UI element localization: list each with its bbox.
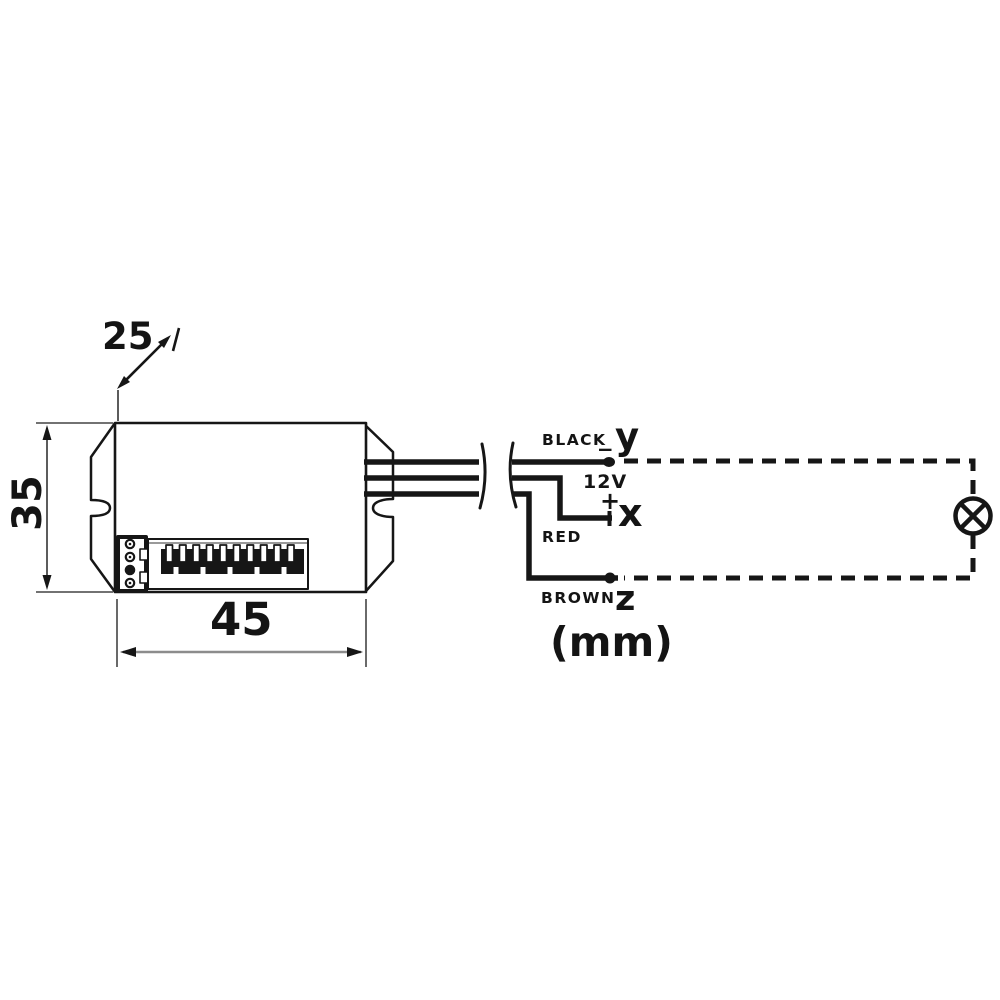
- dashed-wire-top: [624, 458, 976, 497]
- dimension-depth-label: 25: [102, 315, 154, 358]
- load-circuit: [624, 458, 993, 581]
- terminal-dot-y: [603, 457, 615, 467]
- wire-red-label: RED: [542, 528, 582, 546]
- units-label: (mm): [550, 618, 673, 666]
- dimension-height-label: 35: [4, 475, 51, 531]
- terminal-z-label: z: [615, 579, 636, 619]
- terminal-y-label: y: [615, 415, 640, 458]
- terminal-x-label: x: [618, 491, 643, 535]
- sensor-module: [89, 421, 395, 594]
- dimension-width-45: [116, 599, 367, 667]
- wire-black-label: BLACK: [542, 431, 607, 449]
- voltage-label: 12V: [583, 471, 628, 493]
- dimension-height-35: [36, 422, 113, 593]
- wire-brown: [512, 491, 618, 581]
- dimension-depth-25: [117, 327, 181, 421]
- left-mounting-wing: [89, 422, 117, 593]
- plus-polarity-label: +: [600, 487, 621, 515]
- dimension-width-label: 45: [210, 593, 273, 646]
- right-mounting-wing: [363, 423, 395, 592]
- dashed-wire-bottom: [624, 535, 976, 581]
- dip-switch-icon: [147, 538, 309, 590]
- cable-break-icon: [478, 441, 518, 510]
- minus-polarity-label: _: [599, 422, 612, 451]
- terminal-block-icon: [116, 535, 150, 593]
- wire-brown-label: BROWN: [541, 589, 616, 607]
- wire-red: [512, 475, 612, 521]
- lamp-icon: [953, 496, 993, 536]
- cable-bundle: [364, 441, 518, 510]
- output-wires: [512, 457, 618, 584]
- terminal-dot-z: [604, 572, 616, 584]
